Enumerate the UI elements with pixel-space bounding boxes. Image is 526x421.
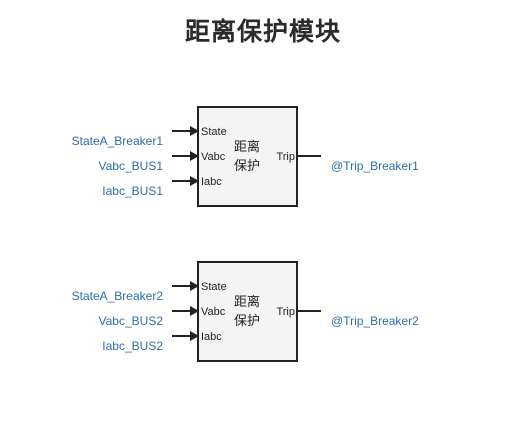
block-name-line1: 距离 (234, 139, 260, 155)
arrowhead (190, 176, 199, 186)
port-label-trip: Trip (276, 151, 295, 163)
arrowhead (190, 126, 199, 136)
distance-protection-block-2[interactable]: State Vabc Iabc Trip 距离 保护 StateA_Breake… (72, 261, 419, 362)
arrowhead (190, 151, 199, 161)
arrowhead (190, 306, 199, 316)
port-label-trip: Trip (276, 306, 295, 318)
block-name-line2: 保护 (234, 314, 260, 329)
arrowhead (190, 281, 199, 291)
signal-label-trip: @Trip_Breaker1 (331, 159, 419, 173)
port-label-vabc: Vabc (201, 306, 226, 318)
port-label-iabc: Iabc (201, 331, 222, 343)
port-label-state: State (201, 281, 227, 293)
port-label-state: State (201, 126, 227, 138)
block-name-line1: 距离 (234, 294, 260, 310)
arrowhead (190, 331, 199, 341)
distance-protection-block-1[interactable]: State Vabc Iabc Trip 距离 保护 StateA_Breake… (72, 106, 419, 207)
signal-label-iabc: Iabc_BUS1 (102, 184, 163, 198)
signal-label-vabc: Vabc_BUS1 (99, 159, 164, 173)
signal-label-state: StateA_Breaker2 (72, 289, 164, 303)
signal-label-trip: @Trip_Breaker2 (331, 314, 419, 328)
block-name-line2: 保护 (234, 159, 260, 174)
block-body[interactable] (197, 106, 298, 207)
port-label-iabc: Iabc (201, 176, 222, 188)
signal-label-vabc: Vabc_BUS2 (99, 314, 164, 328)
port-label-vabc: Vabc (201, 151, 226, 163)
signal-label-state: StateA_Breaker1 (72, 134, 164, 148)
signal-label-iabc: Iabc_BUS2 (102, 339, 163, 353)
diagram-title: 距离保护模块 (184, 17, 341, 46)
